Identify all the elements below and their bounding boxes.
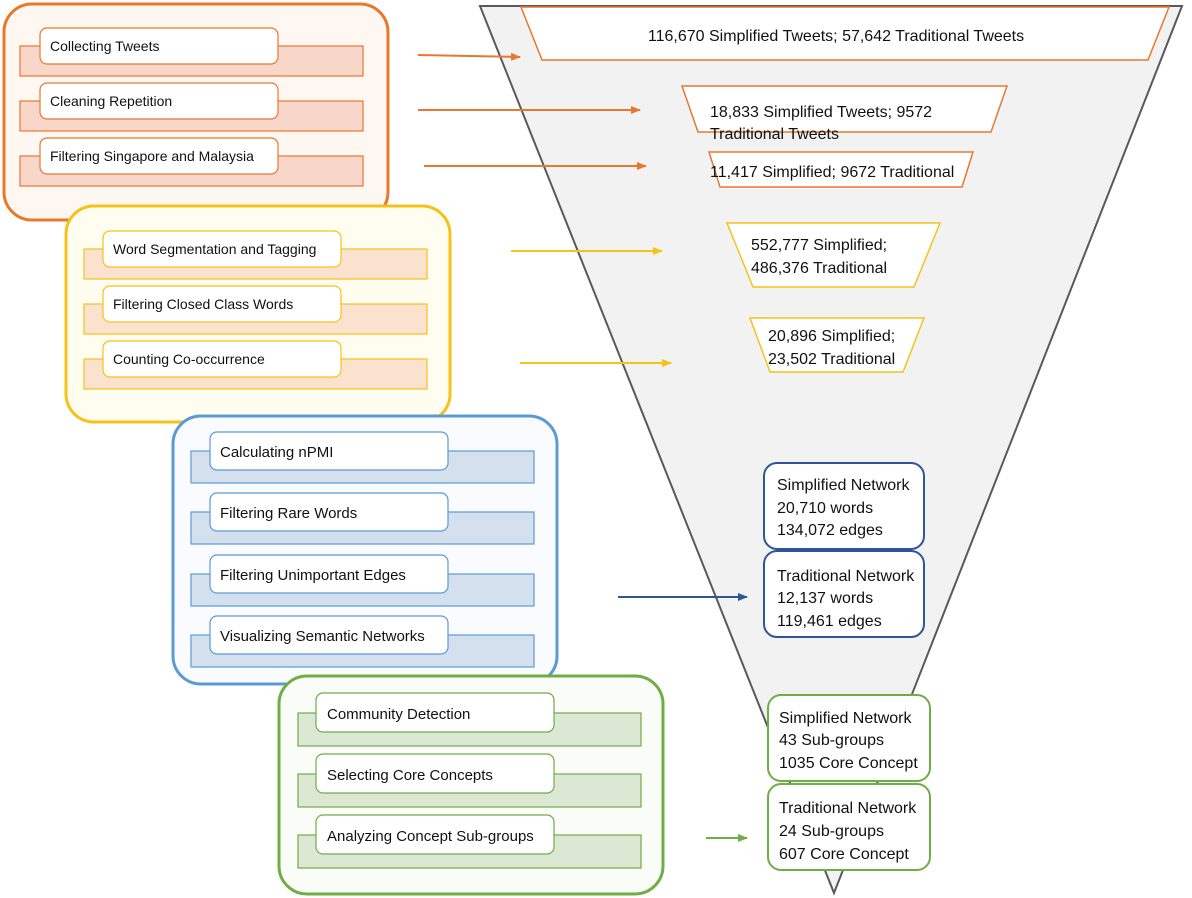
step-label: Calculating nPMI xyxy=(220,444,333,461)
step-box xyxy=(209,615,449,655)
group-collection: Collecting Tweets Cleaning Repetition Fi… xyxy=(2,2,390,222)
step-label: Filtering Unimportant Edges xyxy=(220,567,406,584)
community-core: 1035 Core Concept xyxy=(779,755,918,772)
community-subgroups: 24 Sub-groups xyxy=(779,823,884,840)
step-label: Community Detection xyxy=(327,706,470,723)
network-words: 12,137 words xyxy=(777,590,873,607)
step-label: Filtering Singapore and Malaysia xyxy=(50,148,254,164)
step-box xyxy=(39,27,279,65)
stage-trapezoid xyxy=(519,6,1171,61)
funnel-shape xyxy=(478,5,1184,896)
network-title: Traditional Network xyxy=(777,568,915,585)
step-label: Collecting Tweets xyxy=(50,38,159,54)
stage-count: 552,777 Simplified; xyxy=(751,237,887,254)
stage-count: 20,896 Simplified; xyxy=(768,328,895,345)
step-label: Analyzing Concept Sub-groups xyxy=(327,828,534,845)
step-label: Filtering Closed Class Words xyxy=(113,296,293,312)
network-words: 20,710 words xyxy=(777,500,873,517)
stage-count: 23,502 Traditional xyxy=(768,351,895,368)
stage-trapezoid xyxy=(707,151,975,188)
group-community: Community Detection Selecting Core Conce… xyxy=(277,674,665,896)
community-title: Simplified Network xyxy=(779,710,912,727)
step-box xyxy=(315,814,555,855)
step-box xyxy=(102,340,342,378)
community-title: Traditional Network xyxy=(779,800,917,817)
step-box xyxy=(315,692,555,733)
step-box xyxy=(102,285,342,323)
step-box xyxy=(39,82,279,120)
step-box xyxy=(315,753,555,794)
step-box xyxy=(209,492,449,532)
stage-count: 486,376 Traditional xyxy=(751,260,887,277)
network-box xyxy=(763,462,925,550)
group-segmentation: Word Segmentation and Tagging Filtering … xyxy=(64,204,452,424)
step-box xyxy=(39,137,279,175)
community-subgroups: 43 Sub-groups xyxy=(779,732,884,749)
community-box xyxy=(767,783,931,871)
stage-trapezoid xyxy=(725,222,942,288)
stage-count: 18,833 Simplified Tweets; 9572 xyxy=(710,104,932,121)
arrow-collect xyxy=(417,52,521,61)
network-edges: 119,461 edges xyxy=(777,613,882,630)
step-label: Word Segmentation and Tagging xyxy=(113,241,316,257)
stage-count: Traditional Tweets xyxy=(710,126,839,143)
step-label: Visualizing Semantic Networks xyxy=(220,628,425,645)
community-core: 607 Core Concept xyxy=(779,846,909,863)
step-box xyxy=(102,230,342,268)
stage-trapezoid xyxy=(748,317,926,373)
stage-count: 11,417 Simplified; 9672 Traditional xyxy=(710,164,954,181)
step-box xyxy=(209,431,449,471)
stage-trapezoid xyxy=(680,85,1009,133)
step-label: Counting Co-occurrence xyxy=(113,351,265,367)
community-box xyxy=(767,694,931,782)
step-label: Filtering Rare Words xyxy=(220,505,357,522)
network-title: Simplified Network xyxy=(777,477,910,494)
group-network: Calculating nPMI Filtering Rare Words Fi… xyxy=(171,414,559,686)
step-label: Selecting Core Concepts xyxy=(327,767,493,784)
network-box xyxy=(763,550,925,638)
network-edges: 134,072 edges xyxy=(777,522,883,539)
step-label: Cleaning Repetition xyxy=(50,93,172,109)
step-box xyxy=(209,554,449,594)
stage-count: 116,670 Simplified Tweets; 57,642 Tradit… xyxy=(648,28,1024,45)
